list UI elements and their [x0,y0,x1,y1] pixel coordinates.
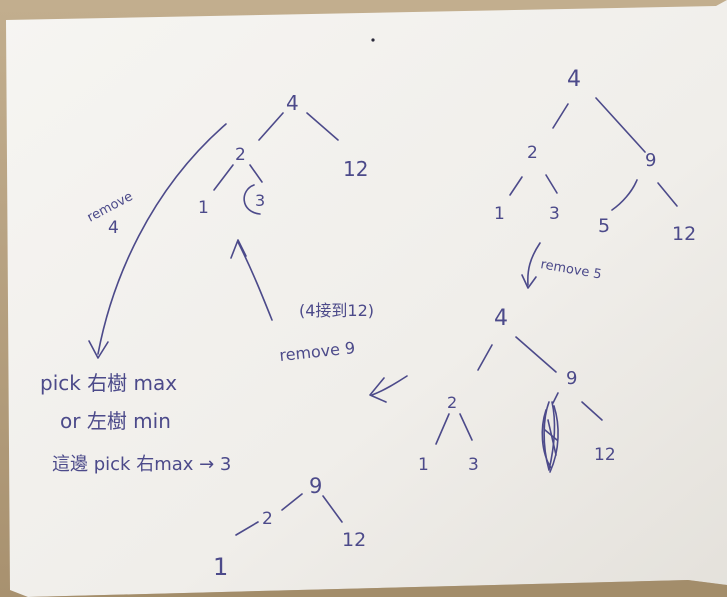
tl-node-root: 4 [286,91,299,115]
tr-node-right: 9 [645,150,656,171]
edge-mr-9-left [552,392,559,404]
edge-tr-2-1 [509,176,523,196]
edge-bl-9-2 [281,493,303,511]
tr-node-left: 2 [527,143,538,163]
tl-node-right: 12 [343,157,368,181]
tr-node-root: 4 [567,67,581,92]
tl-node-left: 2 [235,145,246,165]
arrow-remove-4-head [88,340,109,359]
bl-node-2: 2 [262,509,273,529]
mr-node-root: 4 [494,306,508,331]
paper-shadow-edge [28,580,727,597]
tr-node-3: 3 [549,204,560,224]
edge-tr-4-2 [552,103,569,129]
tl-node-left-left: 1 [198,198,209,218]
arrow-remove-5 [527,242,541,286]
bl-node-12: 12 [342,529,366,551]
tr-node-1: 1 [494,204,505,224]
edge-bl-2-1 [235,521,259,536]
edge-mr-4-9 [515,336,557,373]
connect-note: (4接到12) [299,301,374,320]
edge-mr-2-3 [459,413,473,441]
note-line-1: pick 右樹 max [40,371,177,395]
tr-node-12: 12 [672,223,696,245]
circle-around-3 [243,184,261,215]
edge-tl-2-1 [213,164,234,191]
arrow-up-to-3 [237,241,273,321]
arrow-remove-4 [97,123,227,355]
mr-node-1: 1 [418,455,429,475]
edge-tl-2-3 [249,164,263,183]
mr-node-left: 2 [447,393,457,412]
tr-node-5: 5 [598,215,610,237]
arrow-remove-5-head [521,274,537,289]
mr-node-12: 12 [594,445,616,465]
mr-node-right: 9 [566,368,577,389]
arrow-remove-9 [371,375,408,396]
edge-tr-4-9 [595,97,646,153]
edge-tr-9-12 [657,182,678,207]
edge-mr-2-1 [435,413,450,445]
mr-node-3: 3 [468,455,479,475]
note-line-2: or 左樹 min [60,409,171,433]
scribbled-node [541,401,559,473]
bl-node-root: 9 [309,474,322,498]
edge-tr-9-5 [611,179,638,211]
edge-bl-9-12 [322,495,343,523]
edge-tl-4-12 [306,112,339,141]
paper-sheet [6,0,727,597]
edge-mr-4-2 [477,344,493,371]
stray-ink-dot [371,38,375,42]
arrow-remove-9-head [369,377,387,403]
note-line-3: 這邊 pick 右max → 3 [52,454,231,475]
remove-4-number: 4 [108,218,119,238]
tl-node-left-right: 3 [255,191,265,210]
edge-tl-4-2 [258,112,284,141]
bl-node-1: 1 [213,553,228,581]
edge-tr-2-3 [545,174,558,194]
edge-mr-9-12 [581,401,603,421]
arrow-up-to-3-head [230,239,247,259]
